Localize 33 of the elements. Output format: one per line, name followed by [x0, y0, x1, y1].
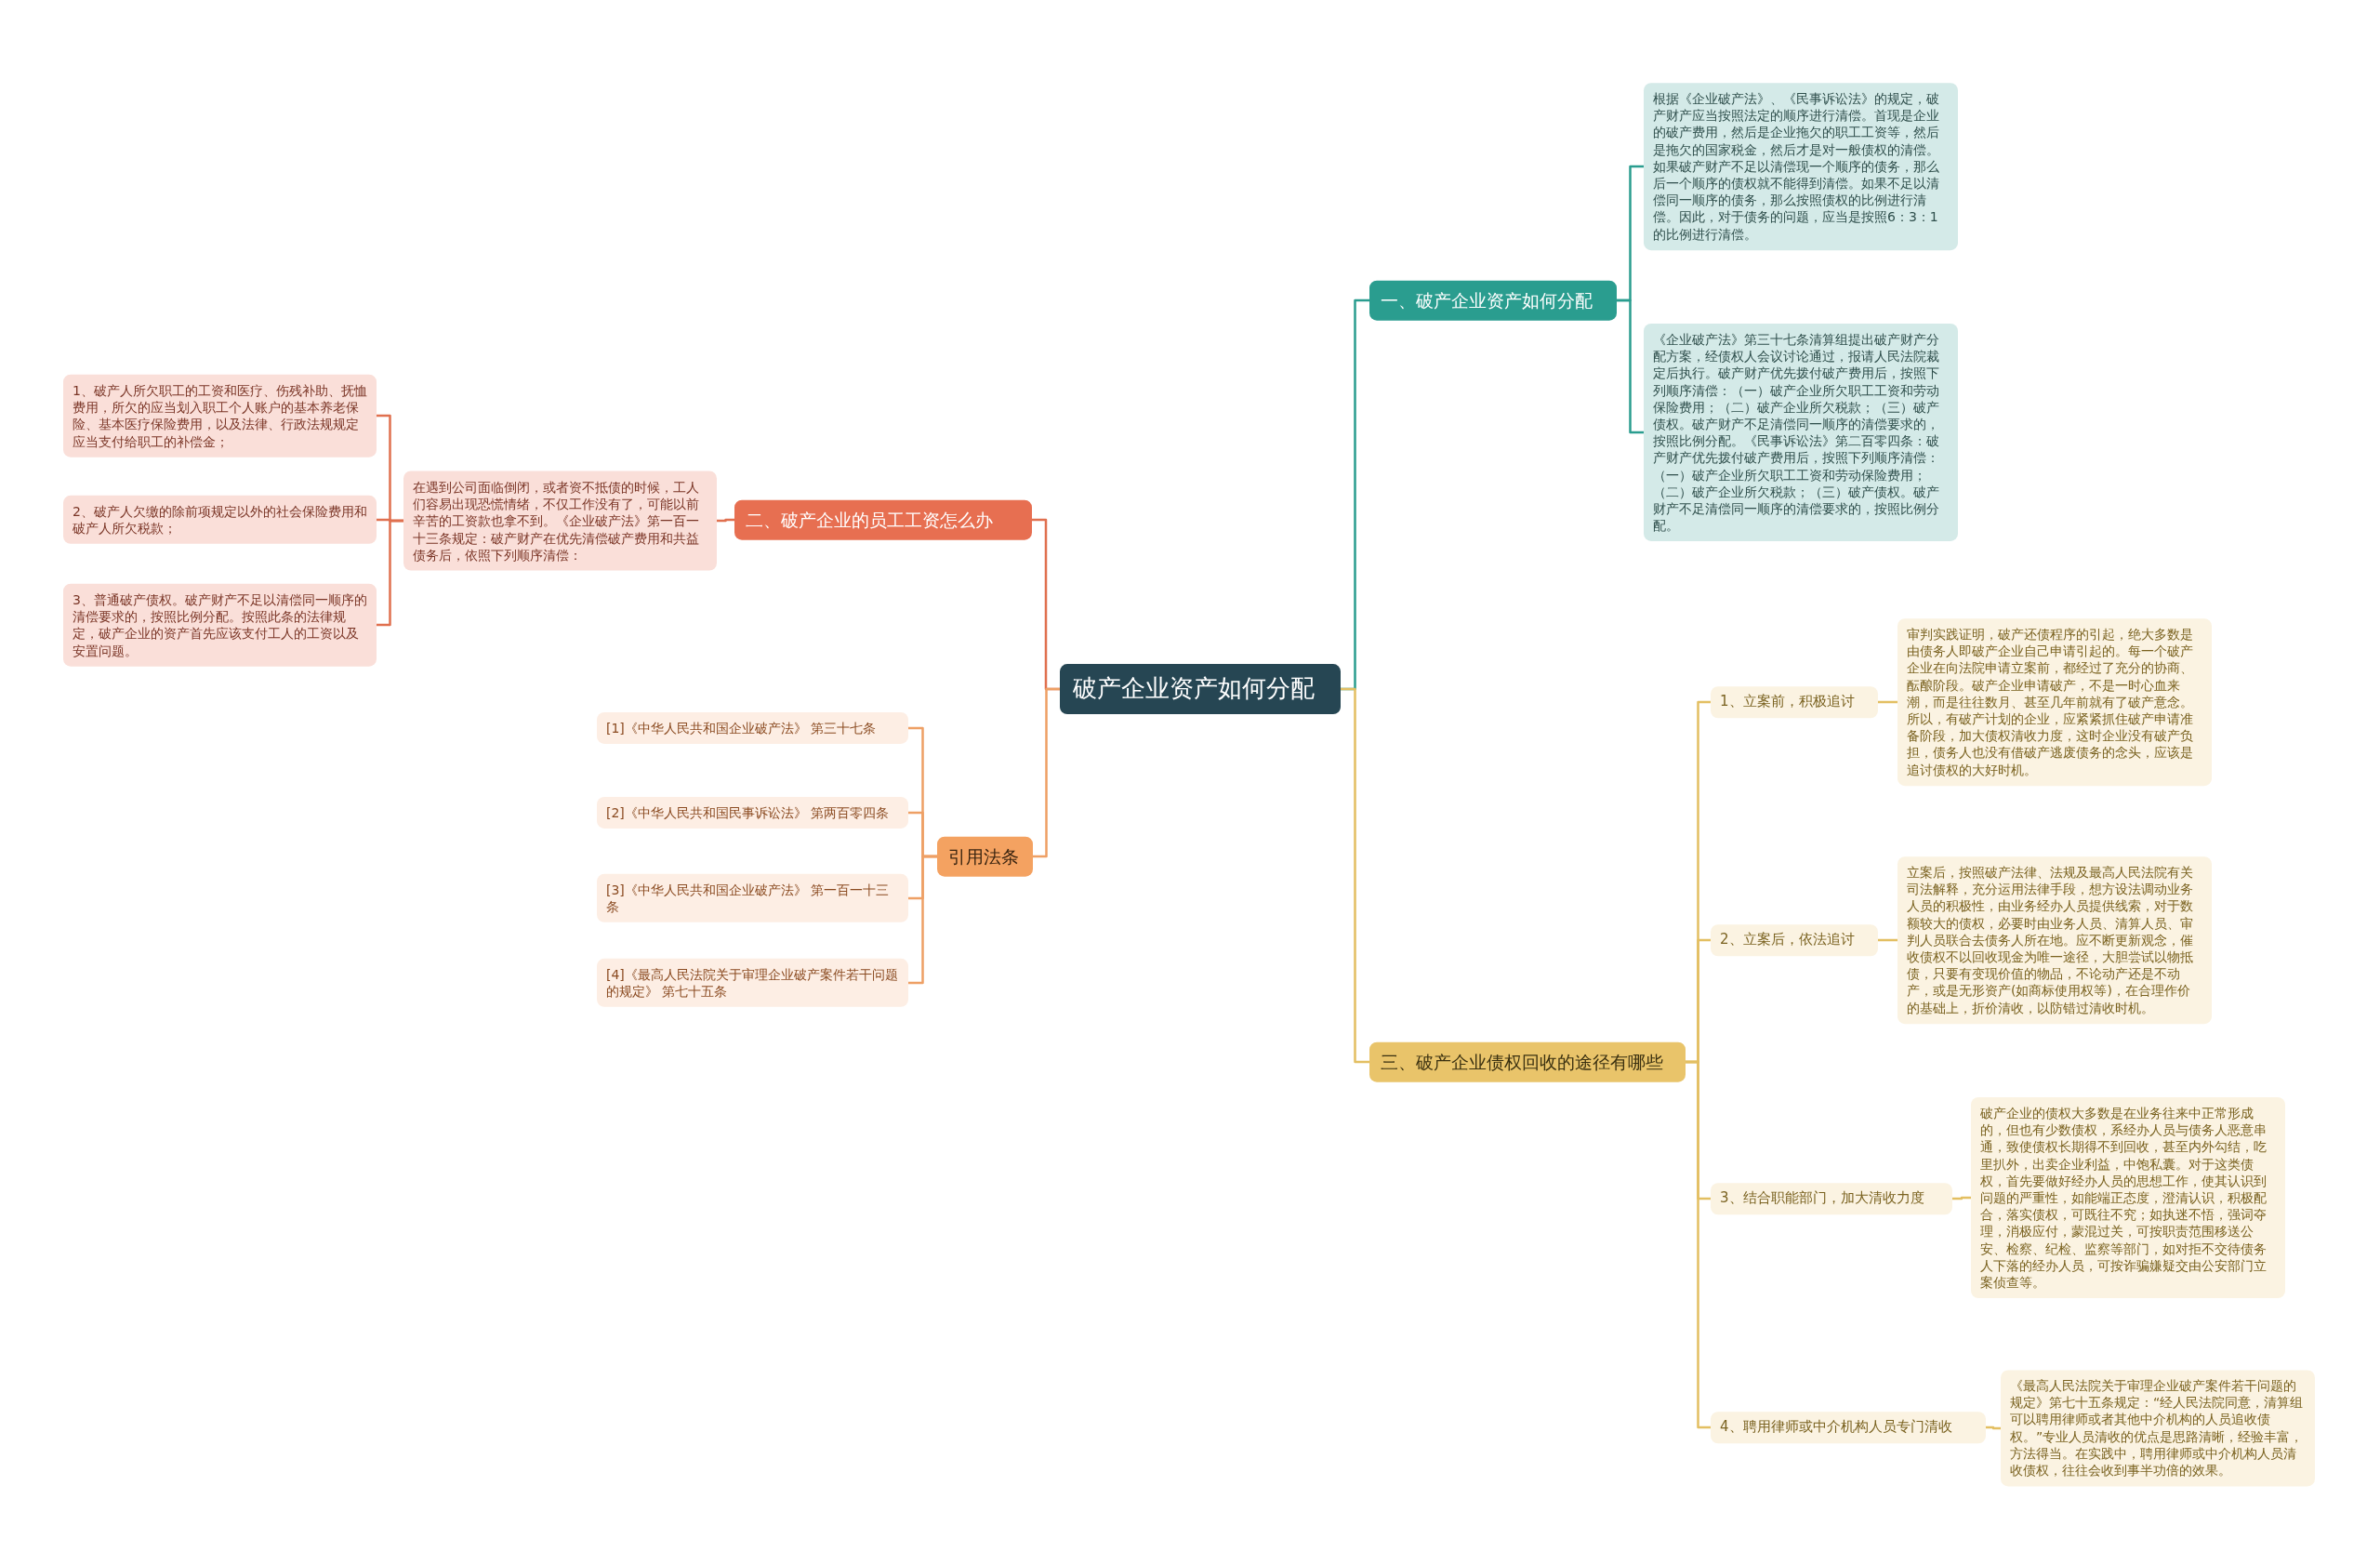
subtopic-label: 1、立案前，积极追讨: [1711, 686, 1878, 718]
subtopic-label: 3、结合职能部门，加大清收力度: [1711, 1183, 1952, 1214]
subtopic-label: 4、聘用律师或中介机构人员专门清收: [1711, 1412, 1986, 1443]
branch-topic: 一、破产企业资产如何分配: [1369, 280, 1617, 321]
reference-card: [4]《最高人民法院关于审理企业破产案件若干问题的规定》 第七十五条: [597, 958, 908, 1008]
note-card: 破产企业的债权大多数是在业务往来中正常形成的，但也有少数债权，系经办人员与债务人恶意串通，致使债权长期得不到回收，甚至内外勾结，吃里扒外，出卖企业利益，中饱私囊。对于这类债权，首先要做好经办人员的思想工作，使其认识到问题的严重性，如能端正态度，澄清认识，积极配合，落实债权，可既往不究；如执迷不悟，强词夺理，消极应付，蒙混过关，可按职责范围移送公安、检察、纪检、监察等部门，如对拒不交待债务人下落的经办人员，可按诈骗嫌疑交由公安部门立案侦查等。: [1971, 1096, 2285, 1299]
connector: [717, 518, 734, 523]
connector: [1878, 938, 1897, 942]
connector: [908, 855, 937, 985]
connector: [1341, 687, 1369, 1064]
branch-topic: 三、破产企业债权回收的途径有哪些: [1369, 1041, 1686, 1082]
branch-topic: 二、破产企业的员工工资怎么办: [734, 499, 1032, 540]
connector: [1617, 298, 1644, 434]
note-card: 立案后，按照破产法律、法规及最高人民法院有关司法解释，充分运用法律手段，想方设法调动业务人员的积极性，由业务经办人员提供线索，对于数额较大的债权，必要时由业务人员、清算人员、审判人员联合去债务人所在地。应不断更新观念，催收债权不以回收现金为唯一途径，大胆尝试以物抵债，只要有变现价值的物品，不论动产还是不动产，或是无形资产(如商标使用权等)，在合理作价的基础上，折价清收，以防错过清收时机。: [1897, 856, 2212, 1024]
note-card: 2、破产人欠缴的除前项规定以外的社会保险费用和破产人所欠税款；: [63, 495, 377, 545]
connector: [1033, 687, 1060, 858]
note-card: 《最高人民法院关于审理企业破产案件若干问题的规定》第七十五条规定：“经人民法院同意，清算组可以聘用律师或者其他中介机构的人员追收债权。”专业人员清收的优点是思路清晰，经验丰富，方法得当。在实践中，聘用律师或中介机构人员清收债权，往往会收到事半功倍的效果。: [2001, 1370, 2315, 1487]
note-card: 3、普通破产债权。破产财产不足以清偿同一顺序的清偿要求的，按照比例分配。按照此条的法律规定，破产企业的资产首先应该支付工人的工资以及安置问题。: [63, 583, 377, 667]
connector: [1952, 1196, 1971, 1200]
subtopic-label: 2、立案后，依法追讨: [1711, 924, 1878, 956]
note-card: 审判实践证明，破产还债程序的引起，绝大多数是由债务人即破产企业自己申请引起的。每一个破产企业在向法院申请立案前，都经过了充分的协商、酝酿阶段。破产企业申请破产，不是一时心血来潮，而是往往数月、甚至几年前就有了破产意念。所以，有破产计划的企业，应紧紧抓住破产申请准备阶段，加大债权清收力度，这时企业没有破产负担，债务人也没有借破产逃废债务的念头，应该是追讨债权的大好时机。: [1897, 618, 2212, 786]
connector: [1686, 1060, 1711, 1429]
note-card: 《企业破产法》第三十七条清算组提出破产财产分配方案，经债权人会议讨论通过，报请人民法院裁定后执行。破产财产优先拨付破产费用后，按照下列顺序清偿：（一）破产企业所欠职工工资和劳动保险费用；（二）破产企业所欠税款；（三）破产债权。破产财产不足清偿同一顺序的清偿要求的，按照比例分配。《民事诉讼法》第二百零四条：破产财产优先拨付破产费用后，按照下列顺序清偿：（一）破产企业所欠职工工资和劳动保险费用；（二）破产企业所欠税款；（三）破产债权。破产财产不足清偿同一顺序的清偿要求的，按照比例分配。: [1644, 323, 1958, 542]
connector: [377, 519, 403, 627]
note-card: 1、破产人所欠职工的工资和医疗、伤残补助、抚恤费用，所欠的应当划入职工个人账户的基本养老保险、基本医疗保险费用，以及法律、行政法规规定应当支付给职工的补偿金；: [63, 374, 377, 458]
connector: [1878, 700, 1897, 704]
central-topic: 破产企业资产如何分配: [1060, 664, 1341, 714]
note-card: 在遇到公司面临倒闭，或者资不抵债的时候，工人们容易出现恐慌情绪，不仅工作没有了，可能以前辛苦的工资款也拿不到。《企业破产法》第一百一十三条规定：破产财产在优先清偿破产费用和共益债务后，依照下列顺序清偿：: [403, 471, 717, 571]
branch-topic: 引用法条: [937, 836, 1033, 877]
reference-card: [3]《中华人民共和国企业破产法》 第一百一十三条: [597, 873, 908, 923]
reference-card: [2]《中华人民共和国民事诉讼法》 第两百零四条: [597, 796, 908, 829]
reference-card: [1]《中华人民共和国企业破产法》 第三十七条: [597, 711, 908, 745]
note-card: 根据《企业破产法》、《民事诉讼法》的规定，破产财产应当按照法定的顺序进行清偿。首现是企业的破产费用，然后是企业拖欠的职工工资等，然后是拖欠的国家税金，然后才是对一般债权的清偿。如果破产财产不足以清偿现一个顺序的债务，那么后一个顺序的债权就不能得到清偿。如果不足以清偿同一顺序的债务，那么按照债权的比例进行清偿。因此，对于债务的问题，应当是按照6：3：1的比例进行清偿。: [1644, 83, 1958, 250]
